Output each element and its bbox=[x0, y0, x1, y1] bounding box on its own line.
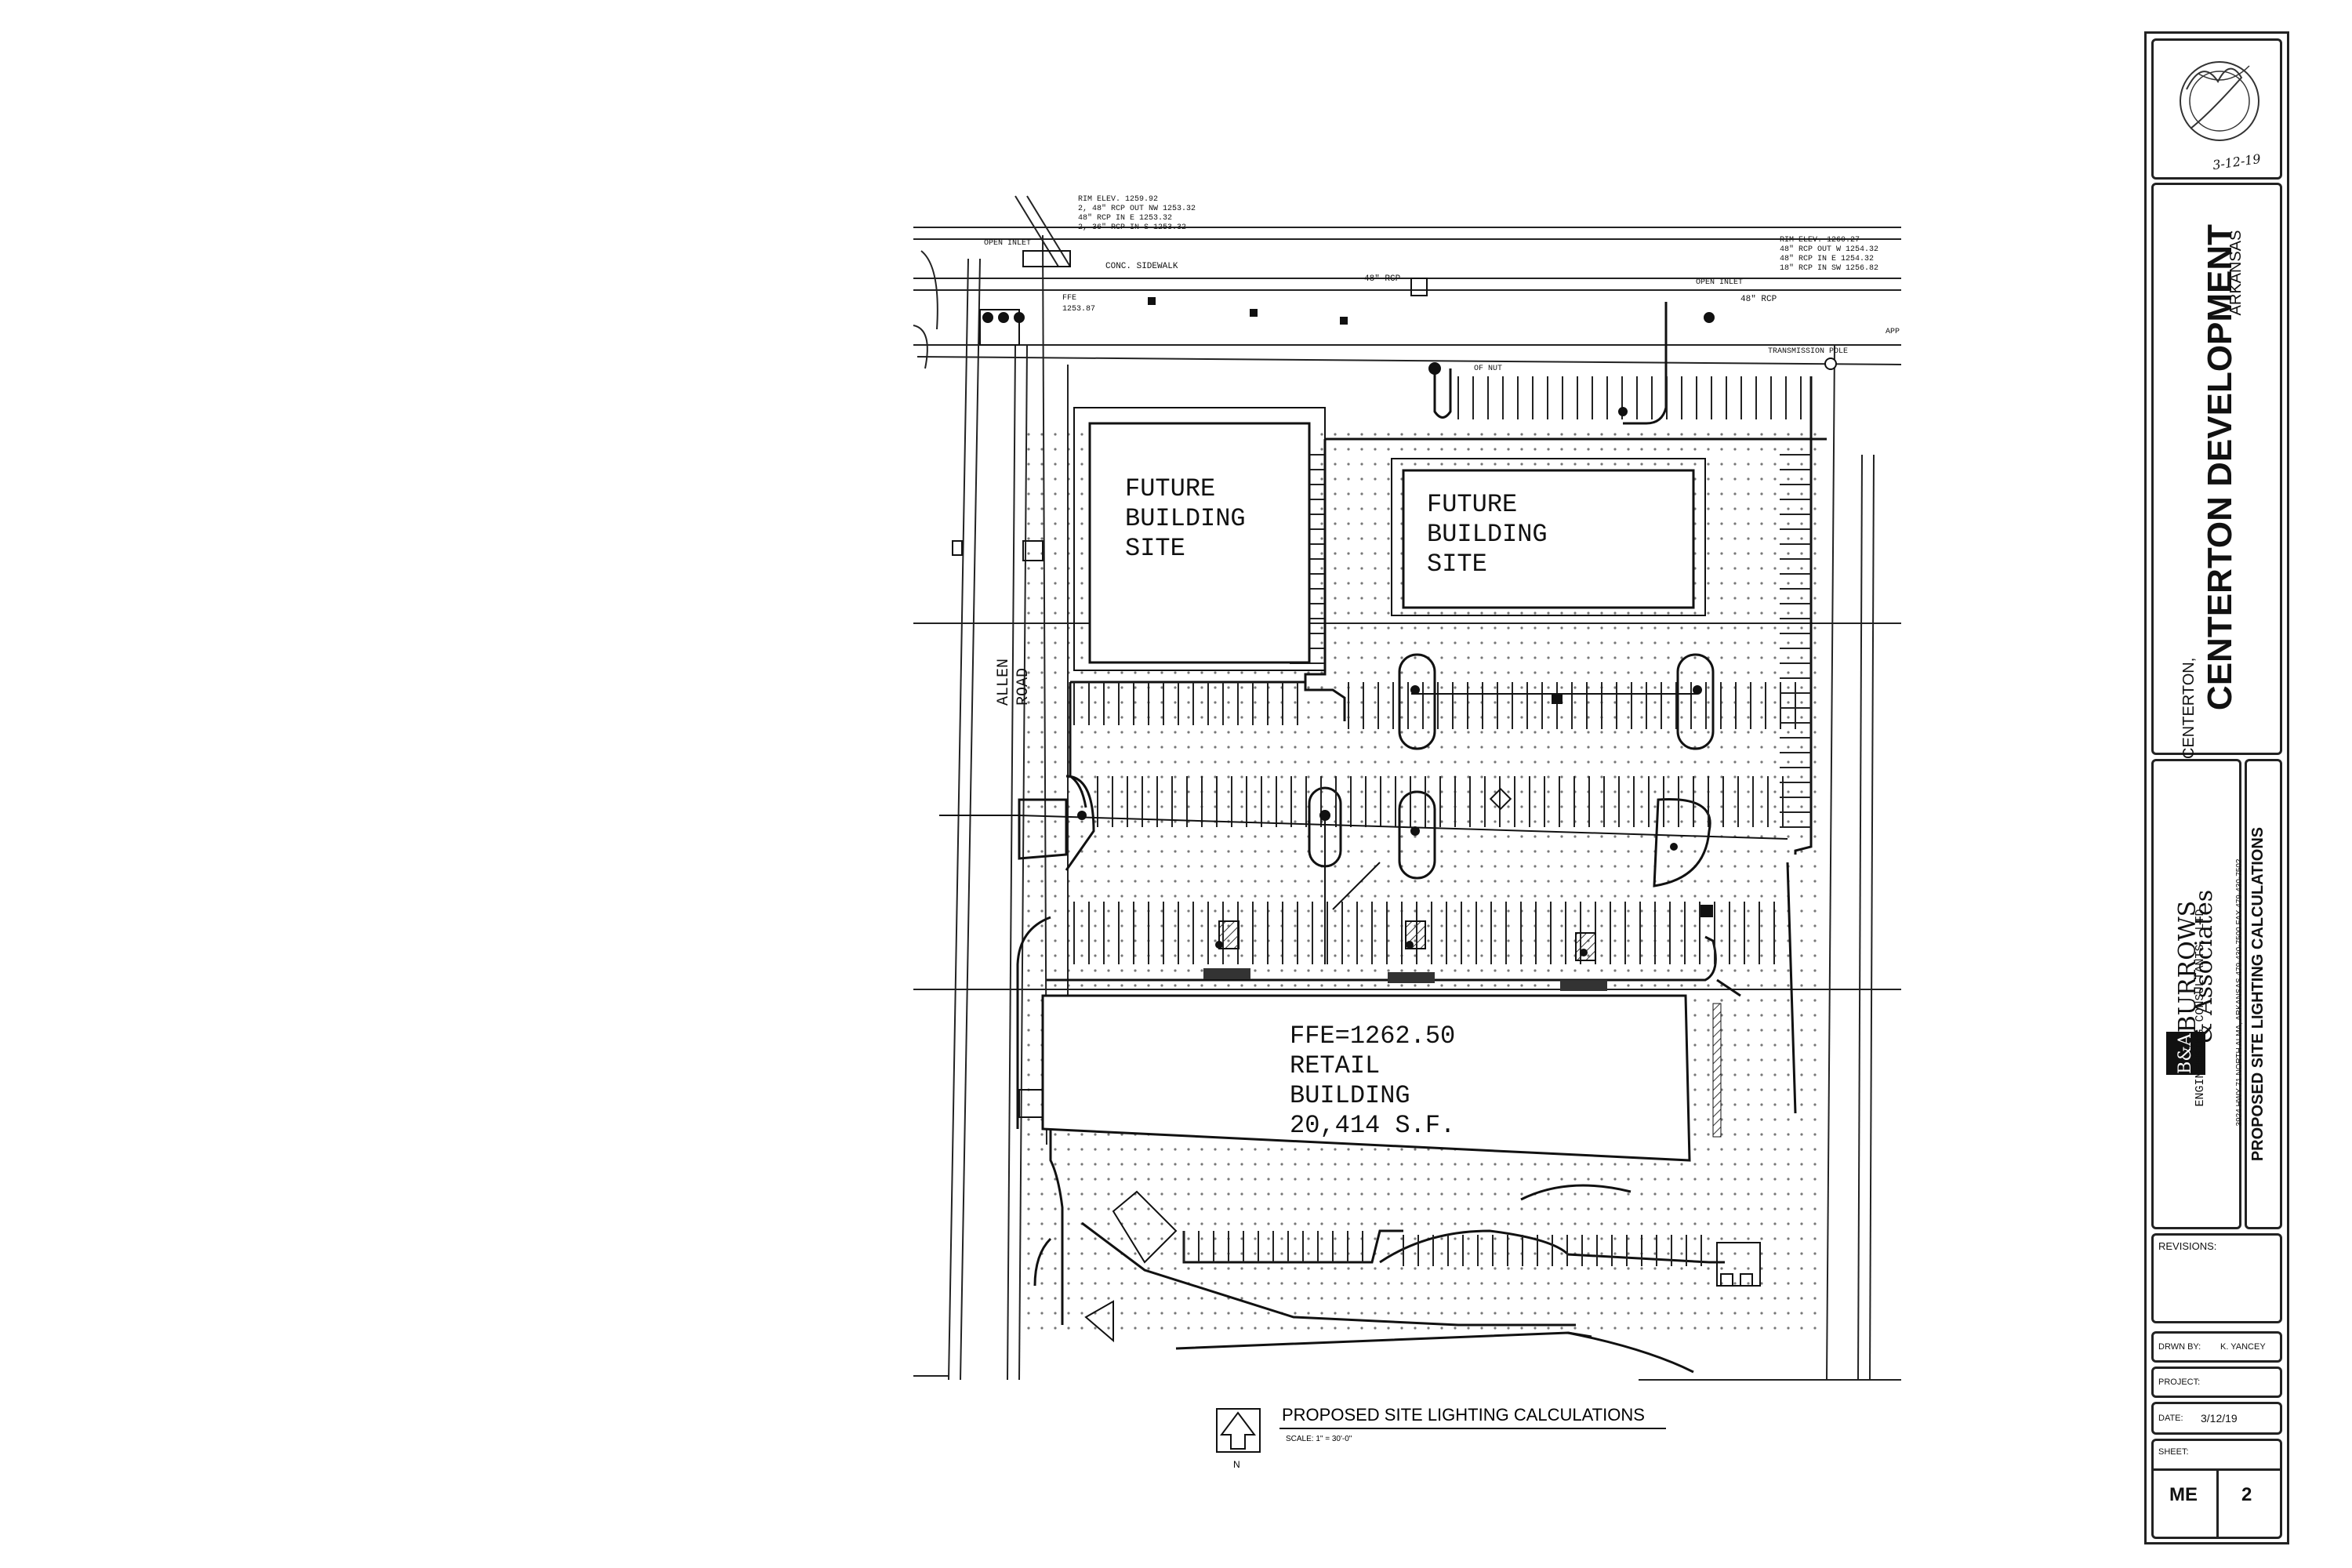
rim-note-ne-3: 48" RCP IN E 1254.32 bbox=[1780, 254, 1874, 263]
revisions-box: REVISIONS: bbox=[2151, 1233, 2282, 1323]
drawing-scale: SCALE: 1" = 30'-0" bbox=[1286, 1435, 1352, 1443]
future-site-2-line-3: SITE bbox=[1427, 550, 1487, 579]
rim-note-nw-4: 2, 36" RCP IN S 1253.32 bbox=[1078, 223, 1186, 232]
north-label: N bbox=[1233, 1459, 1240, 1470]
sheet-prefix: ME bbox=[2169, 1484, 2198, 1505]
project-state: ARKANSAS bbox=[2227, 230, 2245, 316]
project-box: PROJECT: bbox=[2151, 1367, 2282, 1398]
site-plan-drawing: RIM ELEV. 1259.92 2, 48" RCP OUT NW 1253… bbox=[913, 195, 1902, 1470]
engineer-seal-icon bbox=[2180, 61, 2259, 141]
north-arrow bbox=[1216, 1408, 1261, 1453]
rim-note-ne-2: 48" RCP OUT W 1254.32 bbox=[1780, 245, 1878, 254]
rim-note-nw-2: 2, 48" RCP OUT NW 1253.32 bbox=[1078, 204, 1196, 213]
title-block: 3-12-19 CENTERTON DEVELOPMENT CENTERTON,… bbox=[2144, 31, 2289, 1544]
app-label: APP bbox=[1886, 328, 1900, 336]
rim-note-ne-1: RIM ELEV. 1260.27 bbox=[1780, 236, 1860, 245]
retail-line-3: BUILDING bbox=[1290, 1081, 1410, 1110]
retail-area: 20,414 S.F. bbox=[1290, 1111, 1455, 1140]
drawn-by-label: DRWN BY: bbox=[2158, 1342, 2201, 1352]
open-inlet-label-e: OPEN INLET bbox=[1696, 278, 1743, 287]
drawn-by-box: DRWN BY: K. YANCEY bbox=[2151, 1331, 2282, 1363]
of-nut-label: OF NUT bbox=[1474, 365, 1502, 373]
firm-subtitle: ENGINEERING CONSULTANTS, LTD. bbox=[2194, 902, 2207, 1107]
firm-address: 3924 HWY 71 NORTH ALMA, ARKANSAS 479-430… bbox=[2235, 858, 2244, 1127]
ffe-small-value: 1253.87 bbox=[1062, 305, 1095, 314]
drawing-title: PROPOSED SITE LIGHTING CALCULATIONS bbox=[1282, 1405, 1645, 1425]
future-site-1-line-2: BUILDING bbox=[1125, 504, 1246, 533]
parking-lot-outline bbox=[1016, 302, 1827, 1374]
future-building-site-2 bbox=[1391, 458, 1706, 616]
future-site-2-line-1: FUTURE bbox=[1427, 490, 1517, 519]
retail-line-2: RETAIL bbox=[1290, 1051, 1380, 1080]
allen-road-label-1: ALLEN bbox=[995, 659, 1013, 706]
sheet-title: PROPOSED SITE LIGHTING CALCULATIONS bbox=[2249, 826, 2267, 1162]
revisions-label: REVISIONS: bbox=[2158, 1240, 2217, 1252]
ffe-small-label: FFE bbox=[1062, 294, 1076, 303]
road-lines bbox=[913, 195, 1902, 1381]
date-label: DATE: bbox=[2158, 1414, 2183, 1423]
rim-note-nw-1: RIM ELEV. 1259.92 bbox=[1078, 195, 1158, 204]
transmission-pole-label: TRANSMISSION POLE bbox=[1768, 347, 1848, 356]
pipe-label-2: 48" RCP bbox=[1740, 295, 1777, 304]
project-name-box: CENTERTON DEVELOPMENT CENTERTON, ARKANSA… bbox=[2151, 183, 2282, 759]
pipe-label-1: 48" RCP bbox=[1364, 274, 1401, 284]
sidewalk-label: CONC. SIDEWALK bbox=[1105, 262, 1178, 271]
sheet-number: 2 bbox=[2241, 1484, 2252, 1505]
future-site-1-line-1: FUTURE bbox=[1125, 474, 1215, 503]
open-inlet-label-w: OPEN INLET bbox=[984, 239, 1031, 248]
parking-islands bbox=[1018, 653, 1715, 887]
sheet-number-split bbox=[2216, 1468, 2219, 1537]
parking-stripes bbox=[1073, 376, 1811, 1266]
seal-box: 3-12-19 bbox=[2151, 38, 2282, 180]
date-value: 3/12/19 bbox=[2201, 1412, 2238, 1425]
sheet-box: SHEET: ME 2 bbox=[2151, 1439, 2282, 1539]
drawn-by-value: K. YANCEY bbox=[2220, 1342, 2266, 1352]
project-label: PROJECT: bbox=[2158, 1377, 2201, 1387]
future-building-site-1 bbox=[1073, 407, 1326, 671]
future-site-2-line-2: BUILDING bbox=[1427, 520, 1548, 549]
sheet-label: SHEET: bbox=[2158, 1447, 2189, 1457]
retail-ffe: FFE=1262.50 bbox=[1290, 1022, 1455, 1051]
date-box: DATE: 3/12/19 bbox=[2151, 1402, 2282, 1435]
allen-road-label-2: ROAD bbox=[1014, 668, 1033, 706]
firm-box: B&A BURROWS & Associates ENGINEERING CON… bbox=[2151, 759, 2244, 1229]
rim-note-ne-4: 18" RCP IN SW 1256.82 bbox=[1780, 263, 1878, 273]
sheet-title-box: PROPOSED SITE LIGHTING CALCULATIONS bbox=[2245, 759, 2282, 1229]
site-details bbox=[952, 250, 1761, 1343]
future-site-1-line-3: SITE bbox=[1125, 534, 1185, 563]
firm-logo-icon bbox=[2166, 1032, 2205, 1075]
rim-note-nw-3: 48" RCP IN E 1253.32 bbox=[1078, 213, 1172, 223]
project-city: CENTERTON, bbox=[2180, 657, 2198, 759]
